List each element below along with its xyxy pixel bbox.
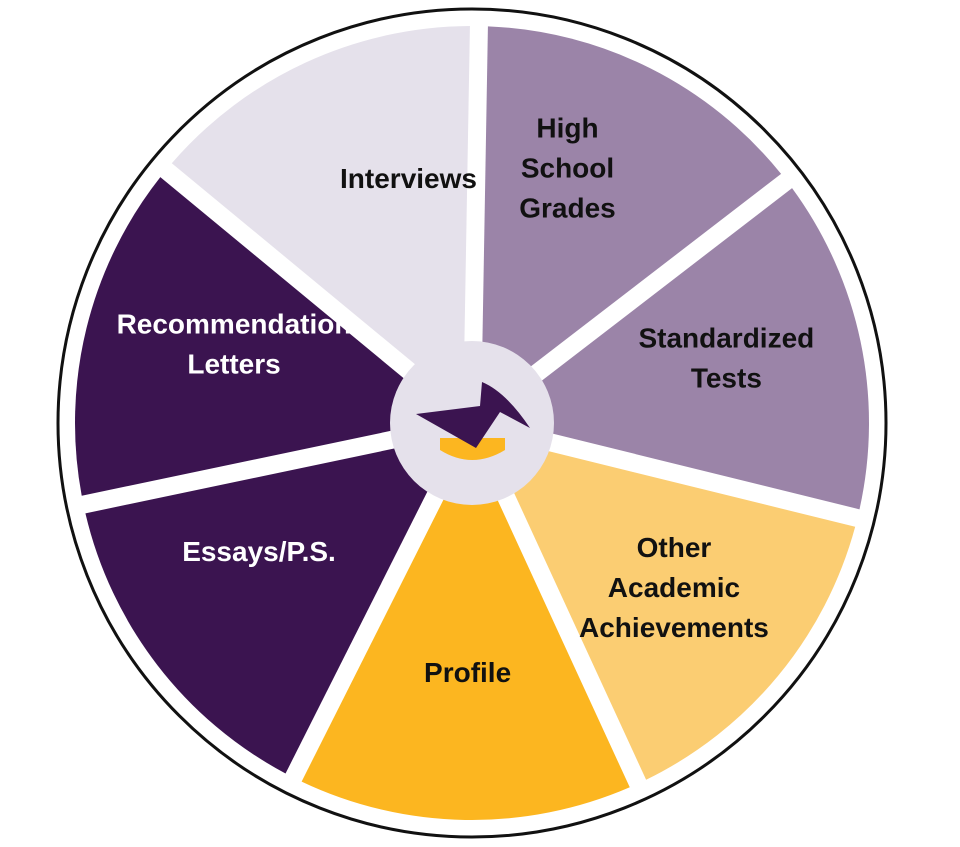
label-line: High xyxy=(536,113,598,144)
segment-standardized-tests xyxy=(492,188,869,510)
label-line: Other xyxy=(637,532,712,563)
label-profile: Profile xyxy=(424,657,511,688)
label-line: Academic xyxy=(608,572,740,603)
segment-other-academic-achievements xyxy=(487,436,856,780)
label-line: Interviews xyxy=(340,164,477,195)
label-essays-ps: Essays/P.S. xyxy=(182,536,336,567)
label-line: Standardized xyxy=(638,323,814,354)
label-line: Recommendation xyxy=(117,309,352,340)
label-line: Achievements xyxy=(579,612,769,643)
label-interviews: Interviews xyxy=(340,164,477,195)
segment-high-school-grades xyxy=(481,26,782,405)
label-line: School xyxy=(521,153,614,184)
segment-recommendation-letters xyxy=(75,177,452,496)
segment-essays-ps xyxy=(85,435,456,774)
label-line: Profile xyxy=(424,657,511,688)
segment-profile xyxy=(301,443,630,820)
label-line: Tests xyxy=(691,363,762,394)
label-line: Letters xyxy=(187,349,280,380)
label-line: Essays/P.S. xyxy=(182,536,336,567)
wheel-segments xyxy=(75,26,869,820)
graduation-cap-icon xyxy=(416,382,530,460)
wheel-hub xyxy=(390,341,554,505)
segment-interviews xyxy=(171,26,470,405)
label-line: Grades xyxy=(519,193,616,224)
